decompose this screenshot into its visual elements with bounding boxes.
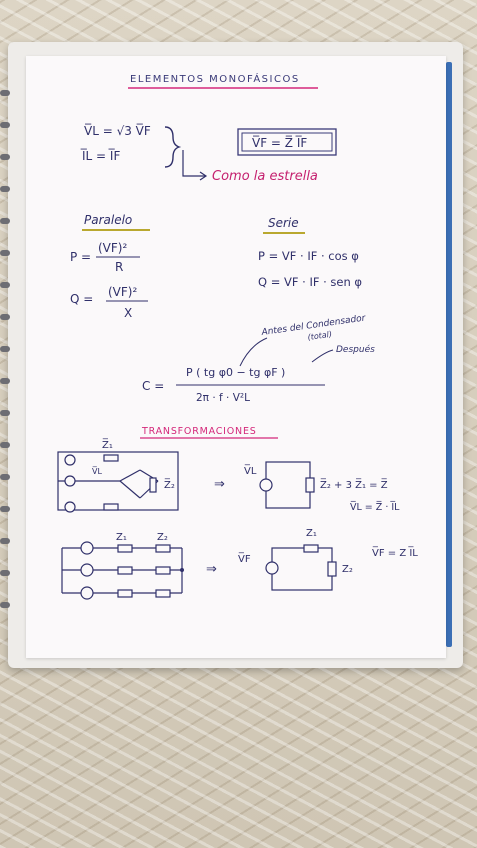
formula-il: I̅L = I̅F xyxy=(80,148,121,163)
binder-edge xyxy=(446,62,452,647)
transformaciones-heading: TRANSFORMACIONES xyxy=(141,426,257,437)
circuit-star-delta xyxy=(57,451,179,513)
c2-z1: Z₁ xyxy=(116,532,127,543)
formula-boxed: V̅F = Z̅ I̅F xyxy=(252,135,307,150)
note-total: (total) xyxy=(307,330,333,342)
c2-z2-right: Z₂ xyxy=(342,564,353,575)
paralelo-heading: Paralelo xyxy=(84,213,132,227)
capacitor-lhs: C = xyxy=(142,379,164,393)
circuit-equivalent-2 xyxy=(265,544,337,591)
paralelo-p-num: (VF)² xyxy=(98,241,127,255)
circuit-equivalent-1 xyxy=(259,461,315,509)
c2-z1-right: Z₁ xyxy=(306,528,317,539)
brace-arrow xyxy=(182,150,205,177)
boxed-formula-frame xyxy=(237,128,337,156)
serie-heading: Serie xyxy=(268,216,299,230)
capacitor-den: 2π · f · V²L xyxy=(196,392,250,404)
paralelo-q-lhs: Q = xyxy=(70,292,93,306)
circuit-three-phase xyxy=(61,541,183,600)
paralelo-p-lhs: P = xyxy=(70,250,91,264)
c2-arrow: ⇒ xyxy=(206,562,217,577)
c2-vf: V̅F xyxy=(238,552,251,565)
paralelo-q-num: (VF)² xyxy=(108,285,137,299)
paralelo-p-den: R xyxy=(115,260,123,274)
formula-vl: V̅L = √3 V̅F xyxy=(84,123,151,138)
c2-eq: V̅F = Z I̅L xyxy=(372,546,418,559)
capacitor-num: P ( tg φ0 − tg φF ) xyxy=(186,366,285,379)
paralelo-q-den: X xyxy=(124,306,132,320)
serie-p: P = VF · IF · cos φ xyxy=(258,249,359,263)
note-despues: Después xyxy=(336,344,375,355)
como-la-estrella: Como la estrella xyxy=(212,169,318,184)
c1-arrow: ⇒ xyxy=(214,477,225,492)
c1-z1: Z̅₁ xyxy=(102,438,113,451)
c1-eq2: V̅L = Z̅ · I̅L xyxy=(350,501,400,513)
c1-vl-right: V̅L xyxy=(244,464,257,477)
notebook-page xyxy=(26,56,446,658)
serie-q: Q = VF · IF · sen φ xyxy=(258,275,362,289)
c1-eq1: Z̅₂ + 3 Z̅₁ = Z̅ xyxy=(320,478,388,491)
c1-vl: V̅L xyxy=(92,466,103,476)
brace xyxy=(164,126,182,168)
c2-z2: Z₂ xyxy=(157,532,168,543)
c1-z2: Z̅₂ xyxy=(164,478,175,491)
page-title: ELEMENTOS MONOFÁSICOS xyxy=(130,72,300,85)
